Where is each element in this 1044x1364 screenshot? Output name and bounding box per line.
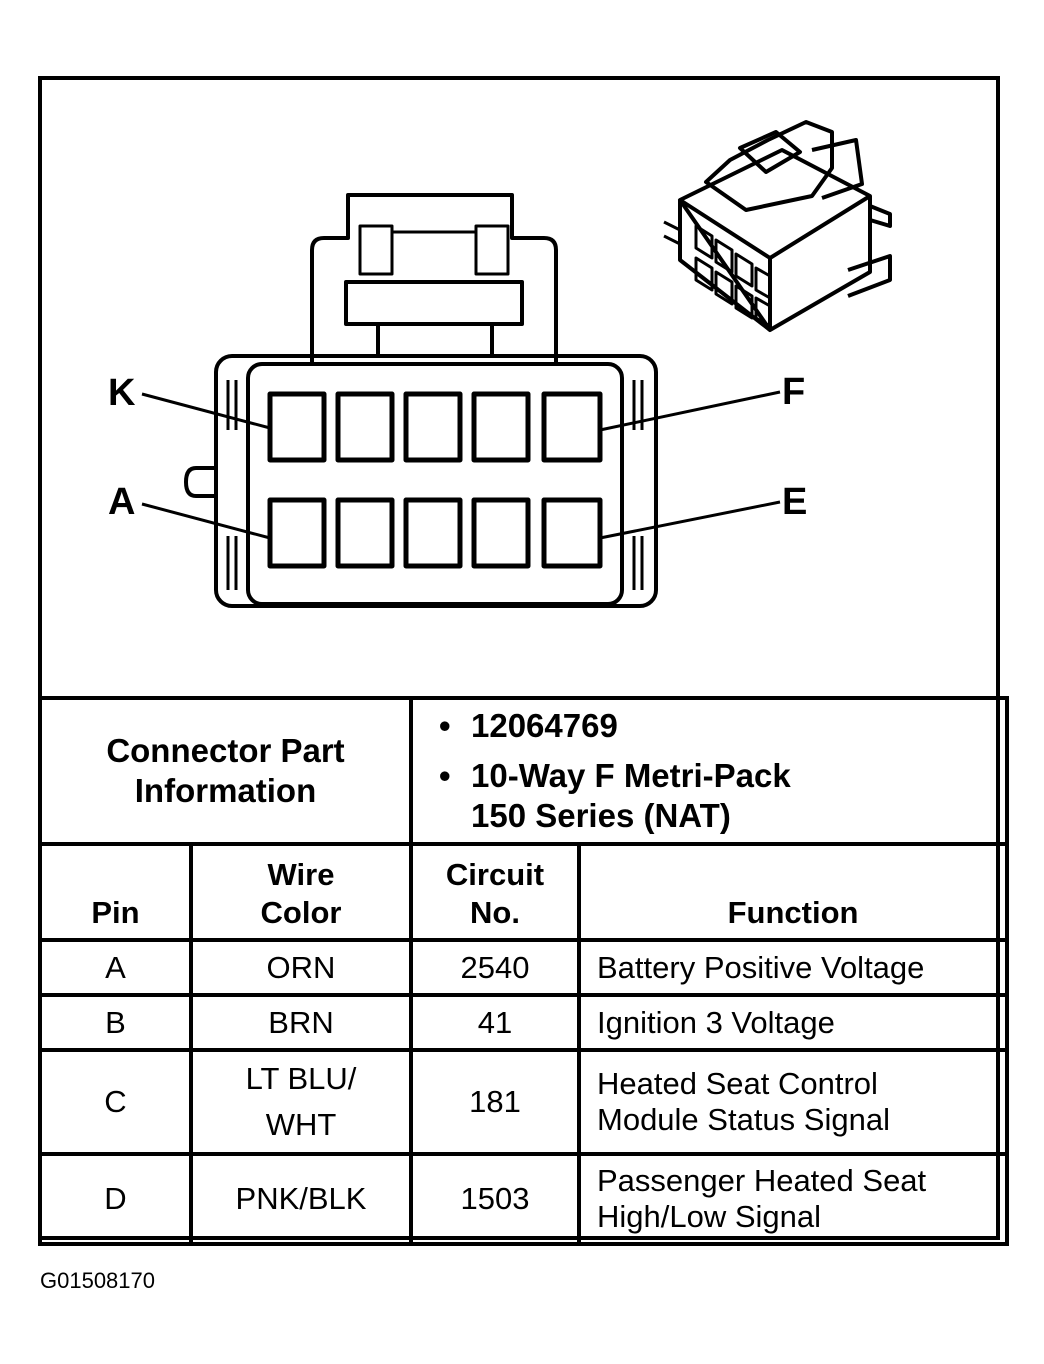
cavity (471, 497, 531, 569)
wire-color-cell: PNK/BLK (189, 1152, 413, 1246)
pin-cell: D (38, 1152, 193, 1246)
pin-label-f: F (782, 371, 805, 413)
function-cell: Ignition 3 Voltage (576, 993, 1010, 1052)
circuit-cell: 1503 (409, 1152, 581, 1246)
pin-label-a: A (108, 481, 135, 523)
column-header-pin: Pin (38, 842, 193, 942)
cavity (335, 391, 395, 463)
table-row: C LT BLU/ WHT 181 Heated Seat Control Mo… (38, 1048, 1010, 1156)
pin-cell: B (38, 993, 193, 1052)
pin-cell: C (38, 1048, 193, 1156)
cavity (403, 391, 463, 463)
leader-line-k (141, 392, 271, 430)
wire-color-cell: BRN (189, 993, 413, 1052)
circuit-cell: 181 (409, 1048, 581, 1156)
cavity (403, 497, 463, 569)
cavity (541, 497, 603, 569)
column-header-wire-color: Wire Color (189, 842, 413, 942)
connector-description: 10-Way F Metri-Pack 150 Series (NAT) (433, 756, 1005, 836)
circuit-cell: 41 (409, 993, 581, 1052)
function-cell: Battery Positive Voltage (576, 938, 1010, 997)
wire-color-cell: ORN (189, 938, 413, 997)
table-row: B BRN 41 Ignition 3 Voltage (38, 993, 1010, 1052)
table-row: D PNK/BLK 1503 Passenger Heated Seat Hig… (38, 1152, 1010, 1246)
pin-label-k: K (108, 372, 136, 414)
cavity (541, 391, 603, 463)
leader-line-e (599, 500, 781, 540)
cavity (267, 391, 327, 463)
part-number: 12064769 (433, 706, 1005, 746)
table-row: A ORN 2540 Battery Positive Voltage (38, 938, 1010, 997)
connector-3d-view (663, 120, 892, 332)
connector-latch (310, 193, 558, 362)
figure-id: G01508170 (40, 1268, 155, 1293)
wire-color-cell: LT BLU/ WHT (189, 1048, 413, 1156)
connector-part-info-label: Connector Part Information (38, 696, 413, 846)
pin-label-e: E (782, 481, 807, 523)
function-cell: Passenger Heated Seat High/Low Signal (576, 1152, 1010, 1246)
column-header-function: Function (576, 842, 1010, 942)
leader-line-f (599, 390, 781, 432)
connector-info-table: Connector Part Information 12064769 10-W… (38, 696, 1010, 1246)
column-header-circuit: Circuit No. (409, 842, 581, 942)
cavity (471, 391, 531, 463)
connector-diagram: K A F E (108, 120, 892, 608)
circuit-cell: 2540 (409, 938, 581, 997)
function-cell: Heated Seat Control Module Status Signal (576, 1048, 1010, 1156)
leader-line-a (141, 502, 271, 540)
pin-cell: A (38, 938, 193, 997)
cavity (335, 497, 395, 569)
cavity (267, 497, 327, 569)
connector-part-details: 12064769 10-Way F Metri-Pack 150 Series … (408, 696, 1010, 846)
